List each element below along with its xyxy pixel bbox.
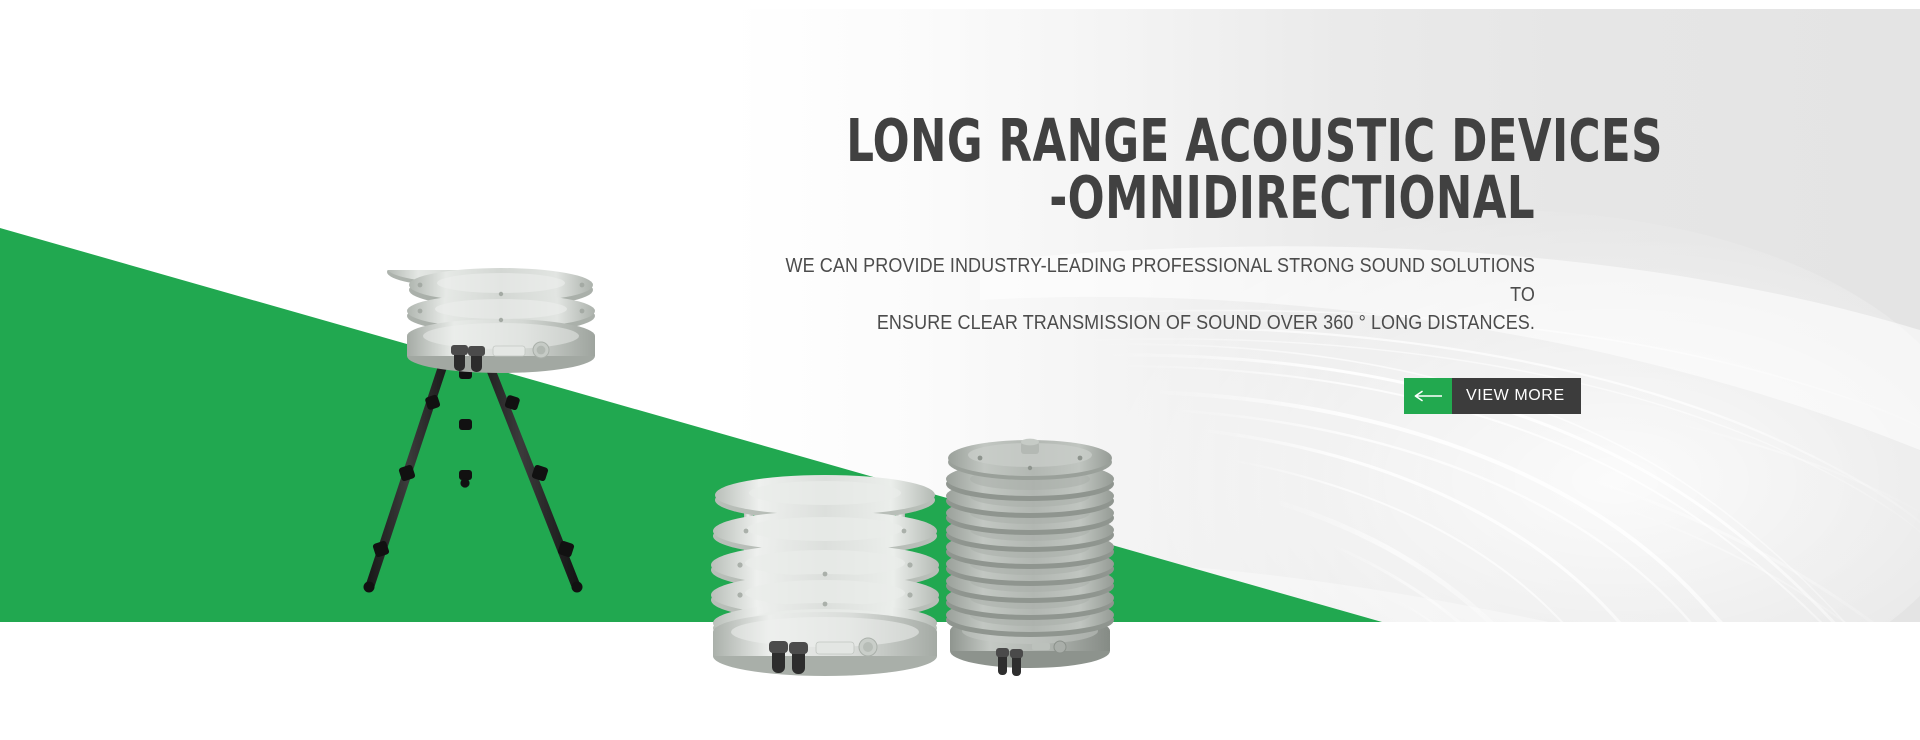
top-white-strip	[0, 0, 1920, 9]
arrow-left-icon	[1404, 378, 1452, 414]
hero-subtitle: WE CAN PROVIDE INDUSTRY-LEADING PROFESSI…	[785, 255, 1535, 335]
product-ten-layer-acoustic-device	[920, 398, 1140, 688]
view-more-button[interactable]: VIEW MORE	[1404, 378, 1581, 414]
headline-line-2: -OMNIDIRECTIONAL	[1049, 163, 1535, 233]
view-more-label: VIEW MORE	[1452, 378, 1581, 414]
product-tripod-head	[368, 268, 638, 378]
page-title: LONG RANGE ACOUSTIC DEVICES -OMNIDIRECTI…	[846, 111, 1662, 233]
product-five-layer-acoustic-device	[700, 460, 950, 680]
hero-copy: LONG RANGE ACOUSTIC DEVICES -OMNIDIRECTI…	[695, 111, 1663, 338]
headline-line-1: LONG RANGE ACOUSTIC DEVICES	[846, 106, 1663, 175]
